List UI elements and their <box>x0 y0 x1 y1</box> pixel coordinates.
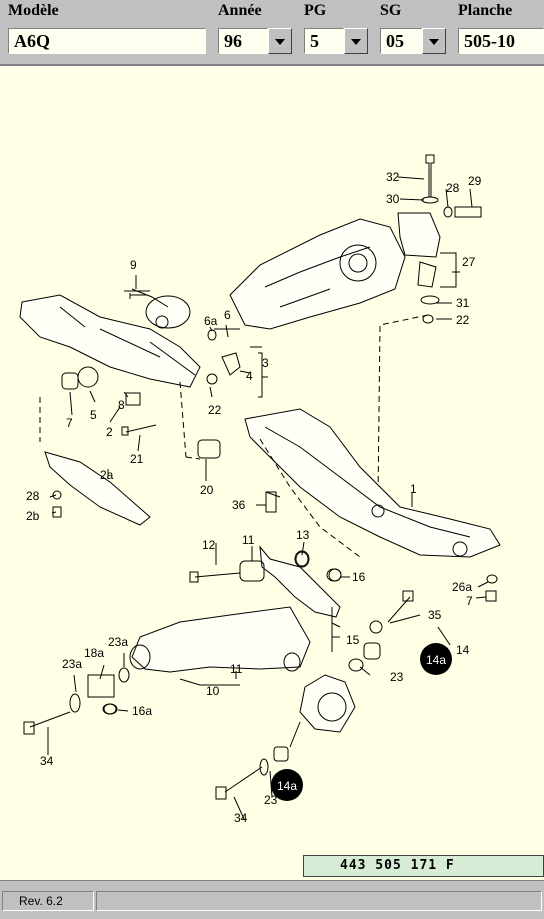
callout-label: 14a <box>277 779 297 793</box>
callout-label: 36 <box>232 498 246 512</box>
callout-label: 29 <box>468 174 482 188</box>
callout-label: 20 <box>200 483 214 497</box>
callout-label: 14 <box>456 643 470 657</box>
callout-label: 9 <box>130 258 137 272</box>
callout-label: 2a <box>100 468 114 482</box>
parts-diagram: 32 30 28 29 27 31 22 9 6a 6 3 4 22 5 8 7… <box>19 154 501 825</box>
plate-label: Planche <box>458 2 513 19</box>
callout-label: 6 <box>224 308 231 322</box>
year-select[interactable]: 96 <box>218 28 268 54</box>
highlight-marker[interactable] <box>271 769 303 801</box>
header-separator <box>0 64 544 67</box>
callout-label: 3 <box>262 356 269 370</box>
callout-label: 28 <box>446 181 460 195</box>
sg-label: SG <box>380 2 402 19</box>
callout-label: 21 <box>130 452 144 466</box>
parts-diagram-canvas: 32 30 28 29 27 31 22 9 6a 6 3 4 22 5 8 7… <box>0 67 544 880</box>
callout-label: 18a <box>84 646 104 660</box>
callout-label: 22 <box>208 403 222 417</box>
year-dropdown-button[interactable] <box>268 28 292 54</box>
sg-dropdown-button[interactable] <box>422 28 446 54</box>
callout-label: 10 <box>206 684 220 698</box>
part-number-field: 443 505 171 F <box>303 855 544 877</box>
callout-label: 15 <box>346 633 360 647</box>
callout-label: 27 <box>462 255 476 269</box>
callout-label: 8 <box>118 398 125 412</box>
highlight-marker[interactable] <box>420 643 452 675</box>
callout-label: 23a <box>62 657 82 671</box>
callout-label: 7 <box>66 416 73 430</box>
callout-label: 16 <box>352 570 366 584</box>
plate-field[interactable]: 505-10 <box>458 28 544 54</box>
model-label: Modèle <box>8 2 59 19</box>
callout-label: 35 <box>428 608 442 622</box>
callout-label: 26a <box>452 580 472 594</box>
callout-label: 2b <box>26 509 40 523</box>
callout-label: 12 <box>202 538 216 552</box>
callout-label: 30 <box>386 192 400 206</box>
callout-label: 22 <box>456 313 470 327</box>
callout-label: 7 <box>466 594 473 608</box>
callout-label: 6a <box>204 314 218 328</box>
pg-label: PG <box>304 2 327 19</box>
callout-label: 34 <box>40 754 54 768</box>
year-label: Année <box>218 2 262 19</box>
callout-label: 23 <box>264 793 278 807</box>
callout-label: 13 <box>296 528 310 542</box>
callout-label: 1 <box>410 482 417 496</box>
callout-label: 11 <box>242 533 255 547</box>
version-label: Rev. 6.2 <box>2 891 94 911</box>
callout-label: 34 <box>234 811 248 825</box>
sg-select[interactable]: 05 <box>380 28 422 54</box>
callout-label: 23a <box>108 635 128 649</box>
callout-label: 4 <box>246 369 253 383</box>
callout-label: 28 <box>26 489 40 503</box>
status-bar: Rev. 6.2 <box>0 880 544 919</box>
callout-label: 32 <box>386 170 400 184</box>
status-message-pane <box>96 891 542 911</box>
callout-label: 31 <box>456 296 470 310</box>
callout-label: 14a <box>426 653 446 667</box>
callout-label: 5 <box>90 408 97 422</box>
callout-label: 2 <box>106 425 113 439</box>
callout-label: 23 <box>390 670 404 684</box>
pg-select[interactable]: 5 <box>304 28 344 54</box>
model-field[interactable]: A6Q <box>8 28 206 54</box>
pg-dropdown-button[interactable] <box>344 28 368 54</box>
callout-label: 16a <box>132 704 152 718</box>
header-bar: Modèle A6Q Année 96 PG 5 SG 05 Planche 5… <box>0 0 544 62</box>
callout-label: 11 <box>230 662 243 676</box>
